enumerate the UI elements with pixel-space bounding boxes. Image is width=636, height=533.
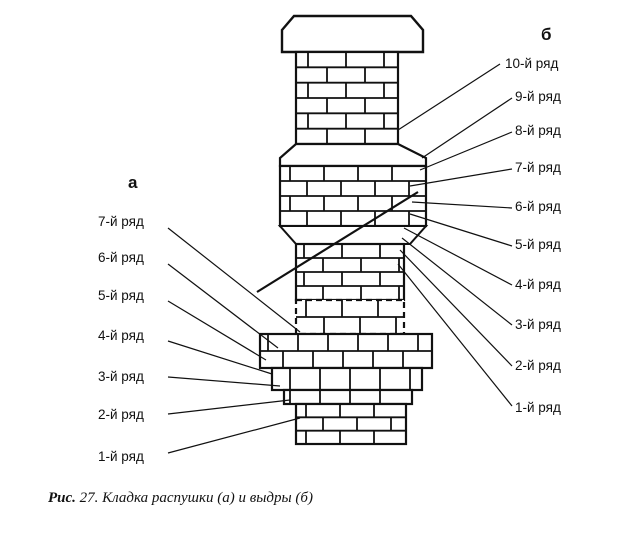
- corbel-top: [258, 332, 434, 370]
- leader-b-2: [399, 249, 513, 367]
- row-label-b-1: 1-й ряд: [515, 400, 561, 415]
- leader-a-5: [167, 300, 267, 361]
- row-label-b-6: 6-й ряд: [515, 199, 561, 214]
- row-label-a-4: 4-й ряд: [98, 328, 144, 343]
- leader-b-4: [403, 227, 513, 286]
- dashed-section: [294, 298, 406, 336]
- row-label-b-8: 8-й ряд: [515, 123, 561, 138]
- leader-b-10: [397, 63, 501, 131]
- leader-a-6: [167, 263, 279, 349]
- row-label-a-5: 5-й ряд: [98, 288, 144, 303]
- otter-top: [278, 142, 428, 168]
- leader-b-9: [421, 97, 513, 159]
- corbel-row-2-outline: [282, 388, 414, 406]
- leader-lines: [167, 63, 513, 454]
- row-label-a-7: 7-й ряд: [98, 214, 144, 229]
- leader-b-1: [397, 263, 513, 407]
- caption-prefix: Рис.: [48, 490, 76, 506]
- row-label-b-3: 3-й ряд: [515, 317, 561, 332]
- leader-a-7: [167, 227, 301, 333]
- caption-text: 27. Кладка распушки (а) и выдры (б): [76, 490, 313, 506]
- panel-letter-a: а: [128, 173, 138, 192]
- row-label-b-5: 5-й ряд: [515, 237, 561, 252]
- row-label-b-7: 7-й ряд: [515, 160, 561, 175]
- row-label-a-3: 3-й ряд: [98, 369, 144, 384]
- leader-b-8: [419, 131, 513, 171]
- panel-letter-b: б: [541, 25, 552, 44]
- upper-shaft: [294, 50, 400, 146]
- leader-a-4: [167, 340, 273, 375]
- leader-b-7: [409, 168, 513, 187]
- chimney-cap: [280, 14, 425, 54]
- base-shaft: [294, 402, 408, 446]
- leader-a-3: [167, 376, 281, 387]
- leader-b-5: [409, 213, 513, 247]
- chimney-brickwork: [256, 14, 434, 446]
- row-label-a-6: 6-й ряд: [98, 250, 144, 265]
- row-label-b-9: 9-й ряд: [515, 89, 561, 104]
- row-label-b-4: 4-й ряд: [515, 277, 561, 292]
- corbel-row-2: [282, 388, 414, 406]
- row-label-a-2: 2-й ряд: [98, 407, 144, 422]
- leader-a-1: [167, 417, 301, 454]
- corbel-row-3: [270, 366, 424, 392]
- row-label-a-1: 1-й ряд: [98, 449, 144, 464]
- leader-b-6: [411, 201, 513, 209]
- figure-caption: Рис. 27. Кладка распушки (а) и выдры (б): [48, 490, 313, 506]
- corbel-row-3-outline: [270, 366, 424, 392]
- roof-line: [256, 191, 419, 293]
- row-label-b-10: 10-й ряд: [505, 56, 558, 71]
- row-label-b-2: 2-й ряд: [515, 358, 561, 373]
- otter-band: [278, 164, 428, 228]
- middle-shaft: [294, 242, 406, 302]
- base-shaft-outline: [294, 402, 408, 446]
- leader-a-2: [167, 399, 291, 415]
- leader-b-3: [401, 237, 513, 326]
